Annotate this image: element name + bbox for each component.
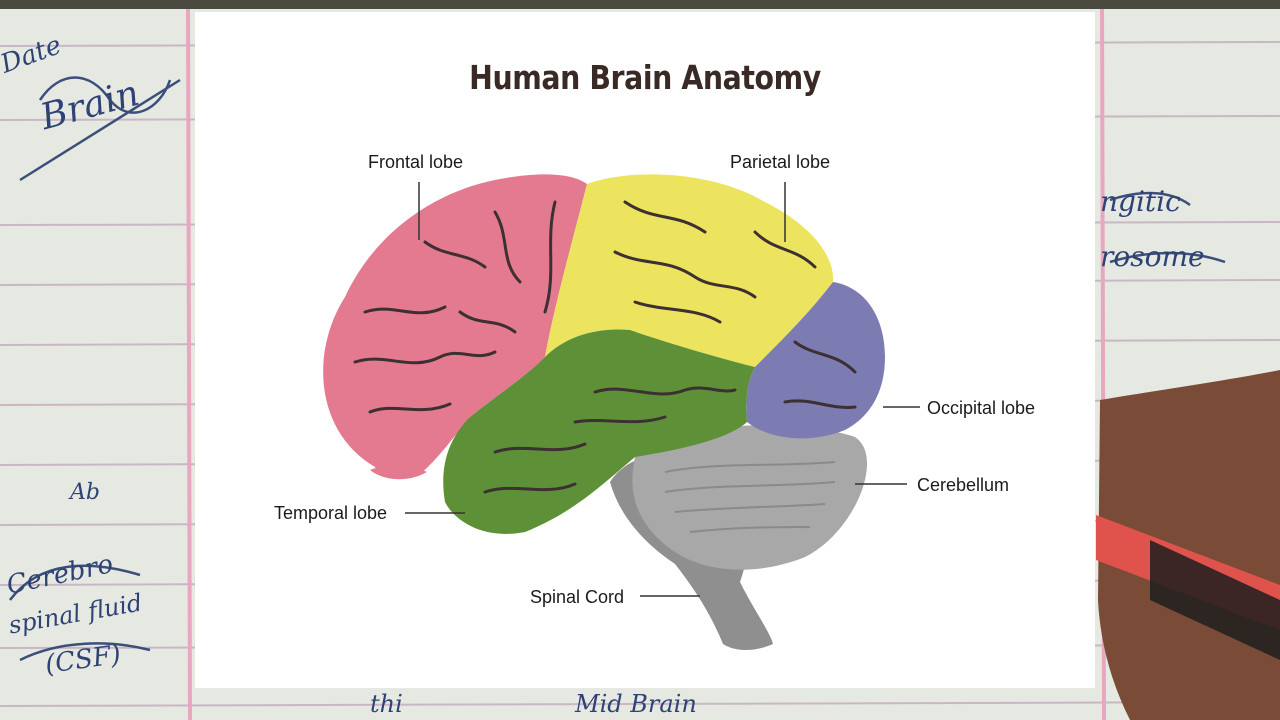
occipital-lobe-label: Occipital lobe [927,398,1036,418]
handwriting-ab: Ab [70,480,100,505]
frontal-lobe-shape [323,174,587,476]
cerebellum-folia [664,461,836,533]
cerebellum-shape [632,425,867,570]
diagram-card: Human Brain Anatomy Frontal lobe Parieta… [195,12,1095,688]
brain-diagram [323,174,920,650]
handwriting-mid-brain: Mid Brain [575,690,697,718]
parietal-lobe-shape [545,174,834,367]
diagram-title: Human Brain Anatomy [469,58,821,97]
cerebellum-label: Cerebellum [917,475,1010,495]
handwriting-rosome: rosome [1100,240,1205,273]
frontal-lobe-label: Frontal lobe [368,152,464,172]
temporal-lobe-label: Temporal lobe [274,503,388,523]
frontal-tip-shape [370,465,427,480]
spinal-cord-label: Spinal Cord [530,587,625,607]
handwriting-thi: thi [370,690,403,718]
parietal-lobe-label: Parietal lobe [730,152,831,172]
temporal-lobe-shape [443,329,755,534]
handwriting-ngitic: ngitic [1100,185,1181,218]
leader-lines [405,182,920,597]
sulci-lines [353,200,857,494]
occipital-lobe-shape [746,282,885,439]
